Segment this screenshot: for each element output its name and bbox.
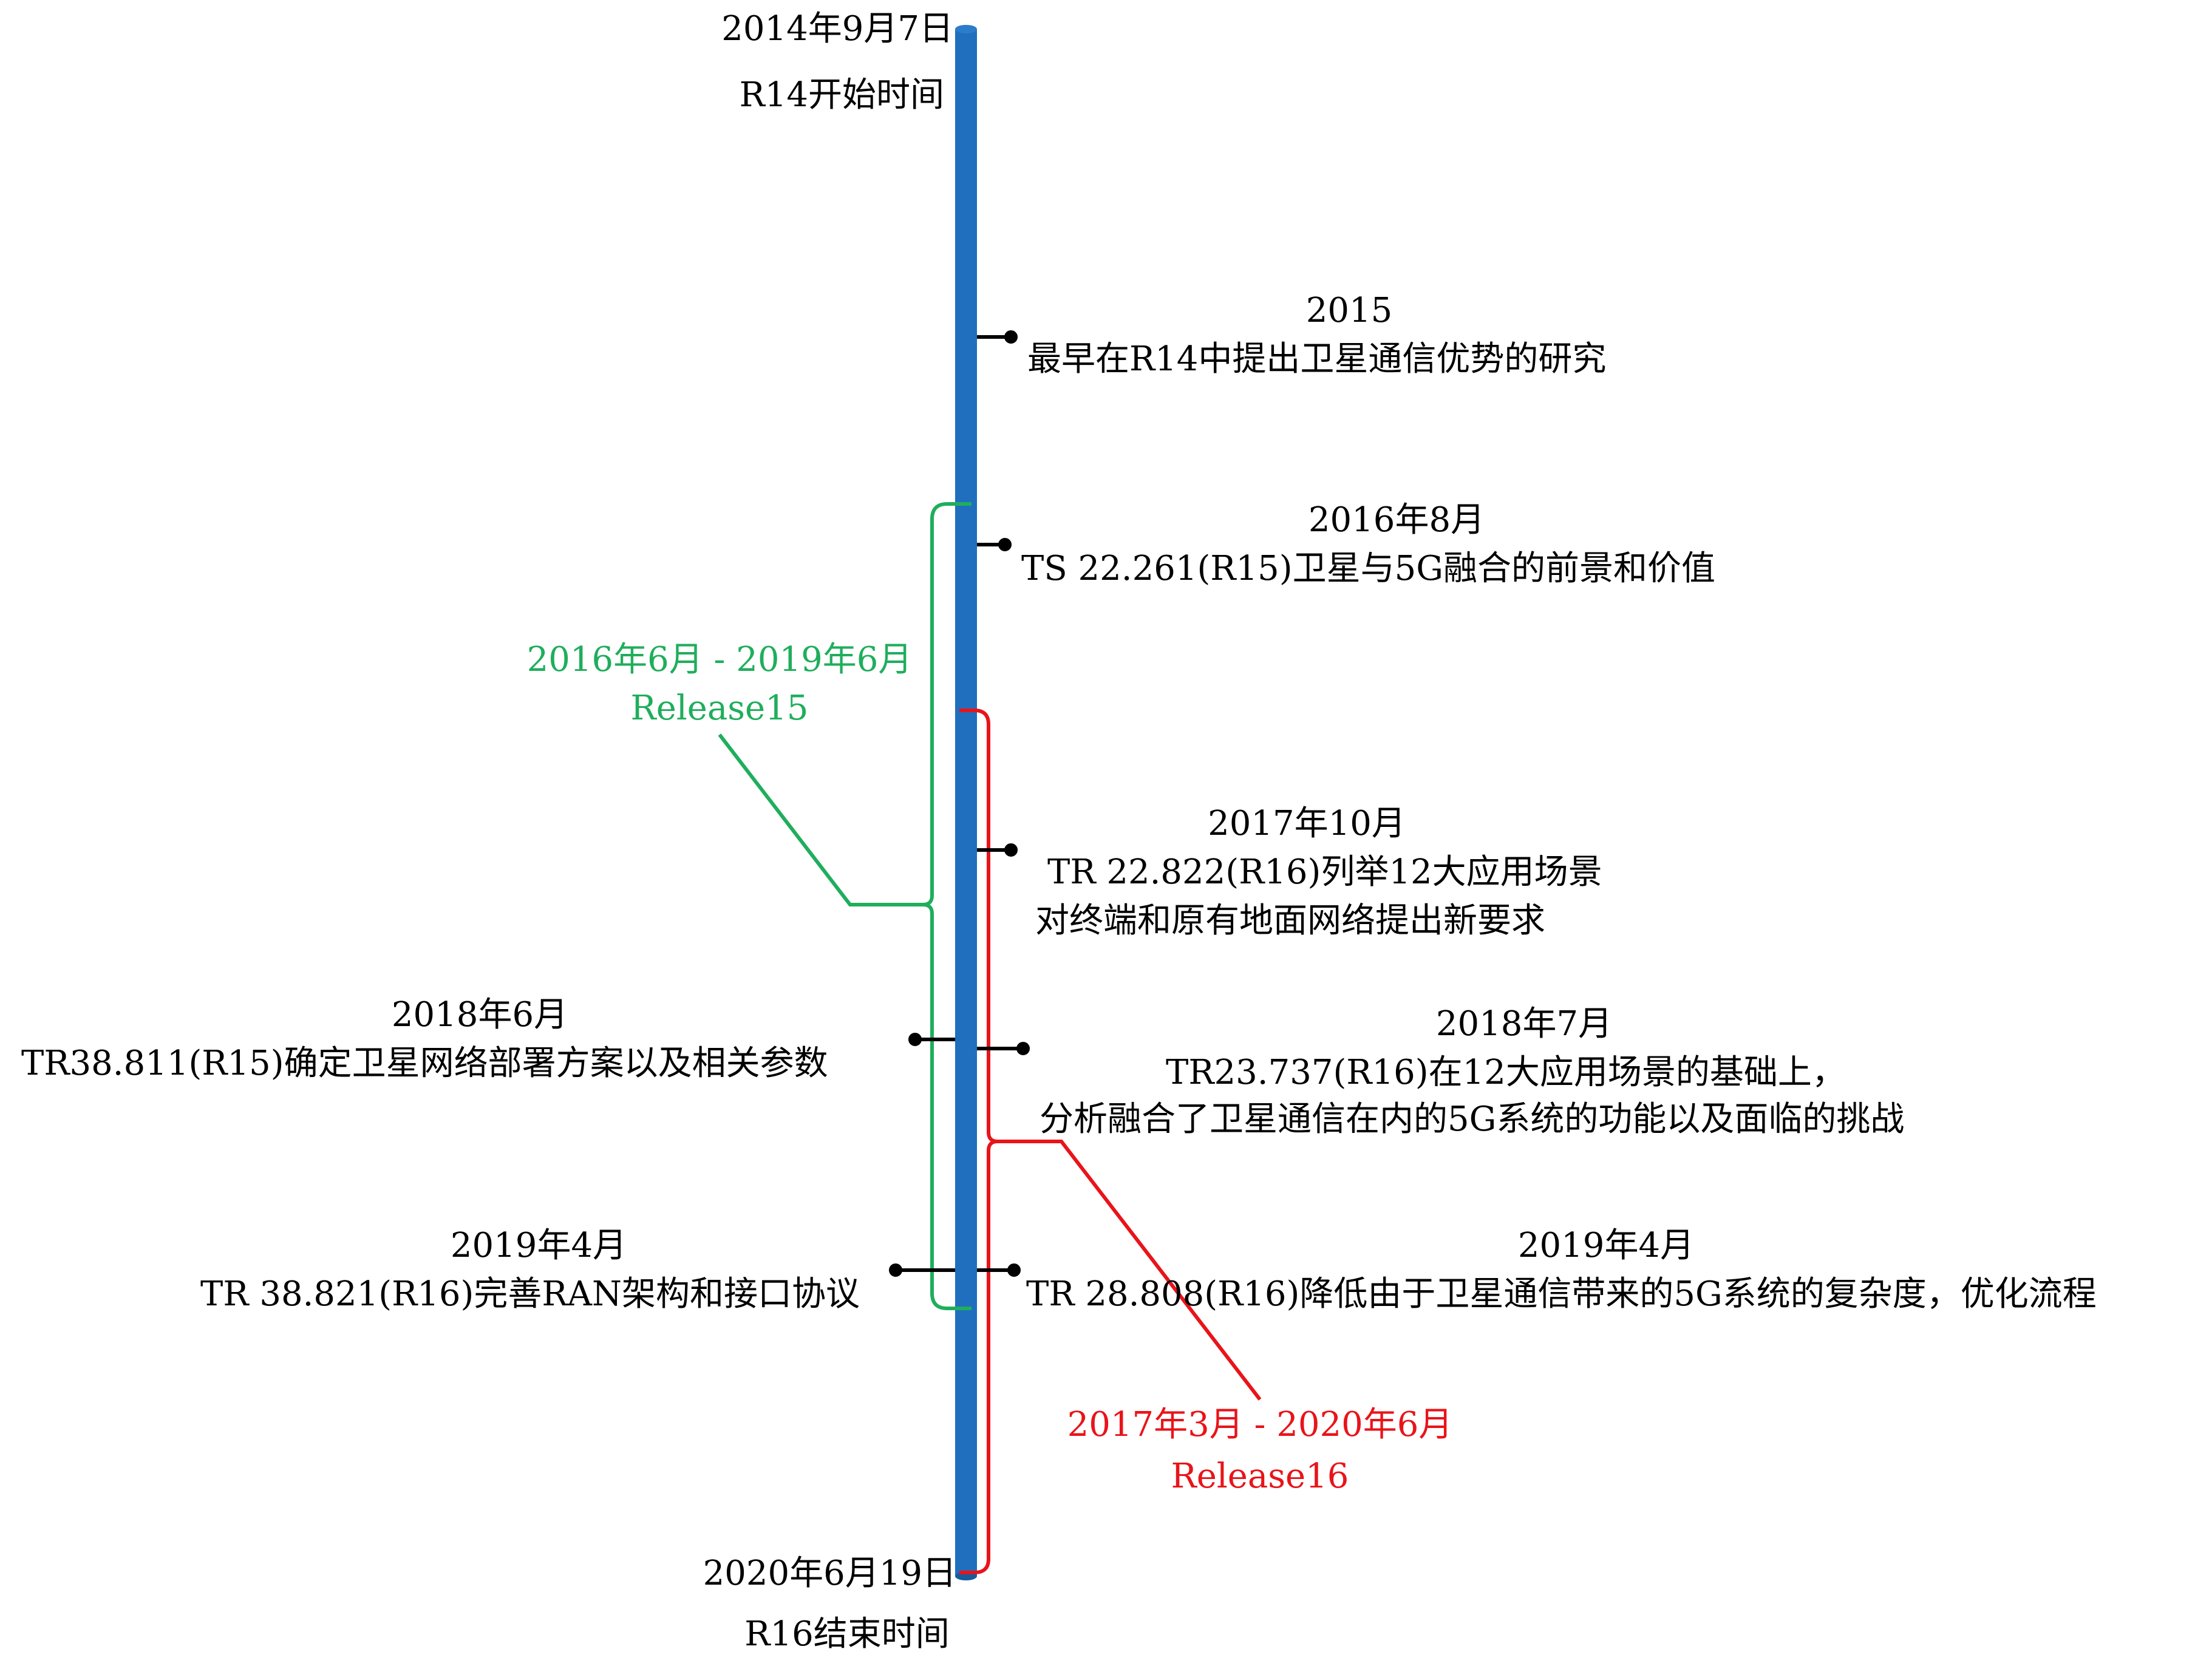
event-text: TR23.737(R16)在12大应用场景的基础上， <box>1166 1053 1846 1092</box>
start-date: 2014年9月7日 <box>721 9 953 49</box>
event-text: TR 22.822(R16)列举12大应用场景 <box>1047 852 1602 892</box>
release15-range: 2016年6月 - 2019年6月 <box>527 640 913 679</box>
event-text: TS 22.261(R15)卫星与5G融合的前景和价值 <box>1021 549 1715 588</box>
release16-bracket <box>959 709 1262 1574</box>
event-date: 2016年8月 <box>1308 500 1485 540</box>
event-date: 2015 <box>1306 291 1393 330</box>
event-2016-08: 2016年8月 TS 22.261(R15)卫星与5G融合的前景和价值 <box>1021 500 1715 588</box>
event-text: 最早在R14中提出卫星通信优势的研究 <box>1027 339 1606 379</box>
event-2017-10: 2017年10月 TR 22.822(R16)列举12大应用场景 对终端和原有地… <box>1035 804 1602 940</box>
event-2018-07: 2018年7月 TR23.737(R16)在12大应用场景的基础上， 分析融合了… <box>1040 1004 1904 1139</box>
release15-bracket <box>718 502 972 1310</box>
event-connectors <box>889 330 1030 1277</box>
event-text: TR 28.808(R16)降低由于卫星通信带来的5G系统的复杂度，优化流程 <box>1026 1274 2097 1314</box>
event-2015: 2015 最早在R14中提出卫星通信优势的研究 <box>1027 291 1606 379</box>
end-label: R16结束时间 <box>744 1614 949 1654</box>
event-text: TR 38.821(R16)完善RAN架构和接口协议 <box>200 1274 860 1314</box>
event-date: 2018年6月 <box>392 995 568 1035</box>
event-date: 2019年4月 <box>451 1226 627 1265</box>
event-2019-04-left: 2019年4月 TR 38.821(R16)完善RAN架构和接口协议 <box>200 1226 860 1314</box>
event-2019-04-right: 2019年4月 TR 28.808(R16)降低由于卫星通信带来的5G系统的复杂… <box>1026 1226 2097 1314</box>
event-text: TR38.811(R15)确定卫星网络部署方案以及相关参数 <box>21 1044 828 1083</box>
event-date: 2017年10月 <box>1208 804 1406 843</box>
event-2018-06: 2018年6月 TR38.811(R15)确定卫星网络部署方案以及相关参数 <box>21 995 828 1083</box>
end-date: 2020年6月19日 <box>703 1554 956 1593</box>
event-text: 分析融合了卫星通信在内的5G系统的功能以及面临的挑战 <box>1040 1100 1904 1139</box>
release16-range: 2017年3月 - 2020年6月 <box>1067 1405 1453 1444</box>
event-date: 2019年4月 <box>1518 1226 1694 1265</box>
timeline-bar <box>955 25 977 1580</box>
release15-name: Release15 <box>631 688 809 728</box>
event-date: 2018年7月 <box>1436 1004 1612 1044</box>
event-text: 对终端和原有地面网络提出新要求 <box>1035 901 1545 940</box>
start-label: R14开始时间 <box>740 75 944 115</box>
release16-name: Release16 <box>1171 1457 1349 1496</box>
